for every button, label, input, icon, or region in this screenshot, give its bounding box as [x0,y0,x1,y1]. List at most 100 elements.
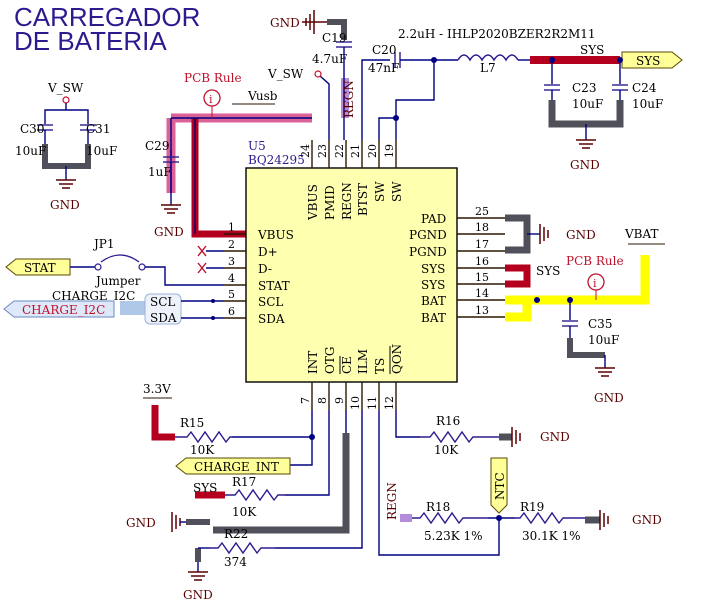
pin-name-scl: SCL [258,295,283,309]
pin-name-vbus: VBUS [257,228,294,242]
pin-num-9: 9 [333,397,346,404]
net-charge-i2c-top: CHARGE_I2C [52,289,135,303]
gnd-pgnd-highlight [505,214,531,254]
top-power-group: GND C19 4.7uF V_SW REGN C20 47nF 2.2uH -… [267,10,683,172]
pin-name-pad: PAD [421,212,446,226]
net-sda: SDA [150,311,177,325]
gnd-c23: GND [570,158,600,172]
c23-ref: C23 [572,81,596,95]
pin-num-13: 13 [475,304,489,317]
pin-num-20: 20 [366,144,379,158]
ic-u5-body [245,167,458,383]
pin-num-11: 11 [366,396,379,410]
pin-num-19: 19 [383,144,396,158]
pcb-rule-2-icon: i [593,277,597,290]
r22-ref: R22 [224,527,248,541]
ntc-flag [490,457,508,514]
pcb-rule-1-label: PCB Rule [184,71,242,85]
c20-ref: C20 [372,43,396,57]
r16-ref: R16 [436,414,460,428]
r18-ref: R18 [426,500,450,514]
pin-num-3: 3 [228,255,235,268]
c35-ref: C35 [588,317,612,331]
pin-num-12: 12 [383,396,396,410]
pin-num-2: 2 [228,238,235,251]
pin-num-6: 6 [228,305,235,318]
pin-name-ilm: ILM [356,349,370,374]
r19-val: 30.1K 1% [522,529,581,543]
pin-name-qon: QON [390,344,404,374]
charge-int-flag-label: CHARGE_INT [194,460,279,474]
c23-val: 10uF [572,97,603,111]
pin-num-8: 8 [316,397,329,404]
gnd-top: GND [270,16,300,30]
ic-top-pins: 24 23 22 21 20 19 VBUS PMID REGN BTST SW… [299,140,404,221]
pin-num-18: 18 [475,221,489,234]
pin-name-bat2: BAT [421,311,446,325]
pin-num-5: 5 [228,288,235,301]
pin-name-int: INT [306,351,320,374]
r17-ref: R17 [232,475,256,489]
ilm-gray-highlight [213,433,350,534]
pin-name-dplus: D+ [258,245,278,259]
ic-right-pins: 25 18 17 16 15 14 13 PAD PGND PGND SYS S… [409,205,505,325]
c29-val: 1uF [148,165,172,179]
r16-val: 10K [434,443,459,457]
pin-num-15: 15 [475,271,489,284]
pin-name-sw2: SW [390,181,404,202]
ic-bottom-pins: 7 8 9 10 11 12 INT OTG CE ILM TS QON [299,344,404,410]
pin-name-sys1: SYS [421,262,445,276]
r18-val: 5.23K 1% [424,529,483,543]
pin-num-22: 22 [333,144,346,158]
gnd-c30: GND [50,198,80,212]
pin-num-7: 7 [299,397,312,404]
net-vusb: Vusb [247,89,278,103]
c19-ref: C19 [322,31,346,45]
pin-name-pgnd1: PGND [409,228,447,242]
c29-ref: C29 [145,139,169,153]
pin-name-dminus: D- [258,262,272,276]
pin-name-ce: CE [340,356,354,374]
charge-i2c-flag-label: CHARGE_I2C [22,303,105,317]
pin-name-sys2: SYS [421,278,445,292]
gnd-pgnd: GND [566,228,596,242]
gnd-c35: GND [594,391,624,405]
pin-num-4: 4 [228,272,235,285]
stat-flag-label: STAT [24,261,56,275]
r22-val: 374 [224,555,247,569]
net-sys-right: SYS [536,264,560,278]
pin-num-1: 1 [228,221,235,234]
net-vbat: VBAT [624,227,659,241]
pcb-rule-1-icon: i [209,93,213,106]
r15-ref: R15 [180,416,204,430]
title-line1: CARREGADOR [14,2,200,32]
ic-part: BQ24295 [248,153,305,167]
pin-num-14: 14 [475,287,489,300]
ntc-flag-label: NTC [493,472,507,500]
sys-flag [621,51,683,69]
pin-name-pgnd2: PGND [409,245,447,259]
charge-int-flag [175,457,291,475]
net-v33: 3.3V [143,382,171,396]
pcb-rule-vbus-highlight-inner [191,118,250,238]
pin-num-25: 25 [475,205,489,218]
ic-left-pins: 1 2 3 4 5 6 VBUS D+ D- STAT SCL SDA [224,221,294,326]
pin-name-vbus-top: VBUS [306,184,320,221]
c31-ref: C31 [86,122,110,136]
c20-val: 47nF [368,61,399,75]
pcb-rule-1: PCB Rule i Vusb [184,71,278,118]
gnd-r16: GND [540,430,570,444]
r15-val: 10K [190,443,215,457]
r17-val: 10K [232,505,257,519]
net-v-sw2: V_SW [267,67,304,81]
gnd-c29: GND [154,225,184,239]
c29-group: C29 1uF GND [145,139,184,239]
pin-name-bat1: BAT [421,294,446,308]
gnd-c30-c31-highlight [42,144,91,169]
c35-val: 10uF [588,333,619,347]
c24-val: 10uF [632,97,663,111]
pin-num-17: 17 [475,238,489,251]
c30-ref: C30 [20,122,44,136]
pcb-rule-2-label: PCB Rule [566,254,624,268]
jp1-val: Jumper [94,274,141,288]
